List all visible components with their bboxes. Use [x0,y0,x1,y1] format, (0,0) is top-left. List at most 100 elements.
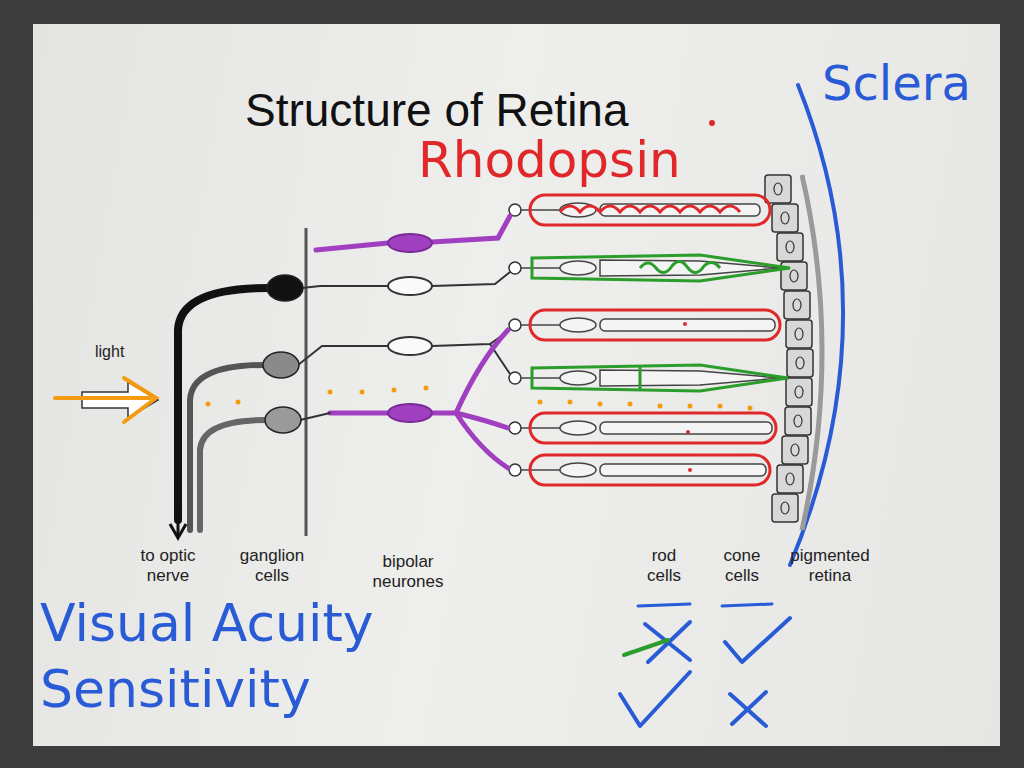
cone-outline [532,255,790,281]
pigment-nucleus [795,328,803,340]
photoreceptor-body [560,371,596,385]
synapse-knob [509,422,521,434]
part-label: to optic nerve [126,546,210,585]
bipolar-body [388,277,432,355]
ganglion-cell [263,352,299,378]
part-label: bipolar neurones [356,552,460,591]
pigment-cell [777,465,803,493]
tick-mark [620,618,790,726]
rod-outline [530,310,780,340]
column-underline [722,604,772,606]
light-path-dots [206,386,753,411]
bipolar-body [388,277,432,295]
cross-mark [732,692,766,724]
light-path-dots [424,386,429,391]
light-arrow-highlight [124,378,156,422]
photoreceptor-body [518,324,560,326]
rod-dot [688,468,692,472]
light-path-dots [360,390,365,395]
light-arrow-highlight [55,396,150,400]
pigment-nucleus [774,183,804,514]
cross-strike [624,640,668,655]
rod-dot [683,322,692,472]
photoreceptor-body [560,463,596,477]
photoreceptor-body [518,203,780,477]
pigment-nucleus [781,502,789,514]
tick-mark [725,618,790,662]
pigment-nucleus [793,299,801,311]
rod-outline [530,413,776,443]
cross-strike [624,640,668,655]
ganglion-cell [267,275,303,301]
handwritten-label: Sensitivity [40,660,311,720]
photoreceptor-body [600,464,766,476]
vertical-fibre [306,228,307,536]
bipolar-neurone [322,345,388,347]
rod-outline [530,455,770,485]
pigment-cell [772,204,798,232]
pigment-nucleus [794,415,802,427]
bipolar-neurone [320,272,510,374]
pigment-nucleus [786,241,794,253]
ganglion-axon [200,420,266,530]
synapse-knob [509,319,521,331]
pigment-cell [765,175,813,522]
ganglion-cell [265,407,301,433]
handwritten-label: Rhodopsin [418,132,681,190]
rod-dot [683,322,687,326]
bipolar-neurone-highlight [330,411,388,416]
photoreceptor-body [600,319,775,331]
bipolar-body-highlight [388,404,432,422]
light-path-dots [328,390,333,395]
light-path-dots [236,400,241,405]
light-path-dots [568,400,573,405]
cross-mark [645,622,766,726]
optic-nerve-arrow [177,505,180,536]
pigment-cell [786,378,812,406]
cone-outline [532,255,790,391]
bipolar-body-highlight [388,234,432,252]
ganglion-axon [300,413,330,420]
cone-outline [640,261,720,272]
vertical-fibre [305,228,308,536]
title-dot [709,120,715,126]
pigment-cell [772,494,798,522]
diagram-title: Structure of Retina [245,84,629,137]
synapse-knob [509,204,521,476]
light-path-dots [628,402,633,407]
light-path-dots [392,388,397,393]
ganglion-axon [298,346,322,365]
part-label: ganglion cells [227,546,317,585]
ganglion-axon [178,286,330,530]
pigment-nucleus [791,444,799,456]
photoreceptor-body [560,318,596,332]
light-path-dots [748,406,753,411]
bipolar-neurone-highlight [316,216,510,468]
pigment-cell [784,291,810,319]
photoreceptor-body [560,261,596,275]
pigment-nucleus [781,212,789,224]
photoreceptor-body [518,209,560,211]
bipolar-neurone-highlight [432,216,510,242]
light-path-dots [206,402,211,407]
photoreceptor-body [518,469,560,471]
light-arrow-highlight [55,378,156,422]
cross-mark [648,622,690,662]
light-path-dots [718,404,723,409]
pigment-cell [777,233,803,261]
cone-outline [532,365,788,391]
pigment-nucleus [790,270,798,282]
part-label: rod cells [634,546,694,585]
column-underline [638,604,690,606]
rod-outline [530,195,780,485]
cone-outline [639,365,642,391]
pigment-cell [765,175,791,203]
optic-nerve-arrow [170,505,186,538]
pigment-nucleus [786,473,794,485]
ganglion-cell [263,275,303,433]
bipolar-body-highlight [388,234,432,422]
part-label: light [95,343,124,361]
title-dot [709,120,715,126]
rod-dot [686,430,690,434]
